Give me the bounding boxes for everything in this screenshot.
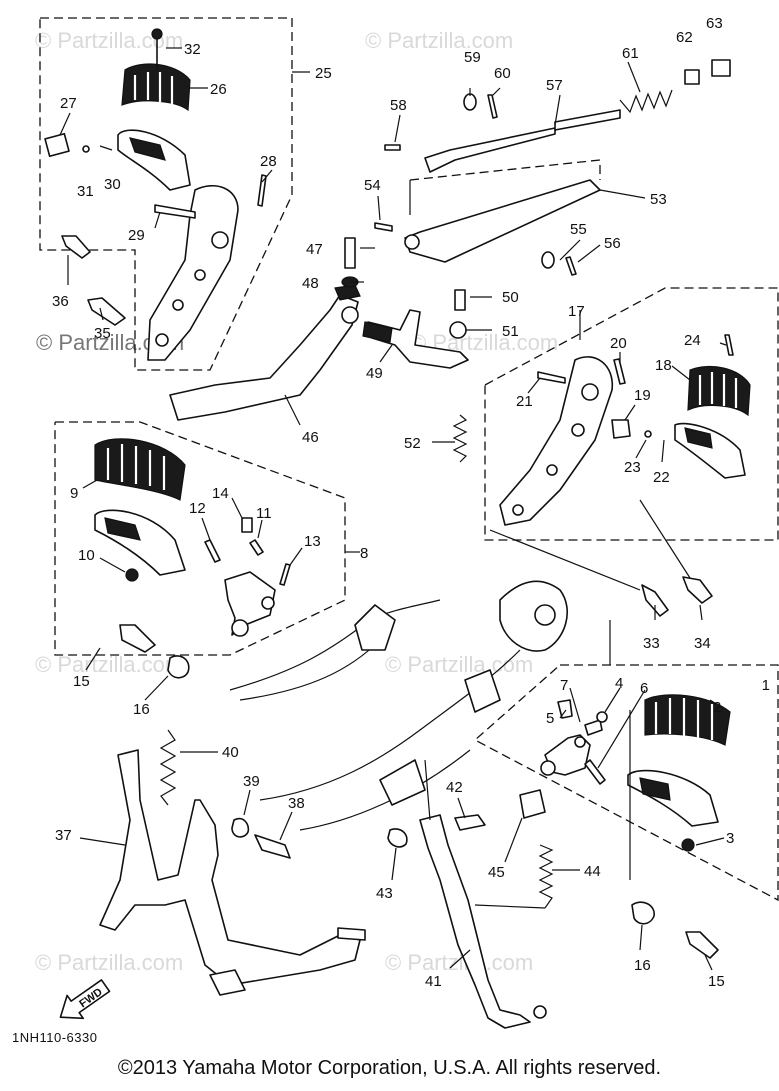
callout-25: 25 [315, 65, 332, 82]
callout-57: 57 [546, 77, 563, 94]
watermark: © Partzilla.com [365, 28, 514, 53]
callout-14: 14 [212, 485, 229, 502]
spring-40 [159, 729, 177, 806]
callout-29: 29 [128, 227, 145, 244]
callout-59: 59 [464, 49, 481, 66]
callout-18: 18 [655, 357, 672, 374]
watermark: © Partzilla.com [385, 950, 534, 975]
callout-33: 33 [643, 635, 660, 652]
group-box-17 [484, 287, 779, 541]
callout-49: 49 [366, 365, 383, 382]
spring-52 [452, 414, 468, 463]
callout-40: 40 [222, 744, 239, 761]
callout-7: 7 [560, 677, 568, 694]
spring-61 [619, 89, 673, 114]
footrest-rubber-26 [121, 63, 191, 112]
callout-37: 37 [55, 827, 72, 844]
callout-28: 28 [260, 153, 277, 170]
watermark: © Partzilla.com [35, 950, 184, 975]
copyright-text: ©2013 Yamaha Motor Corporation, U.S.A. A… [117, 1057, 662, 1079]
callout-11: 11 [256, 505, 272, 522]
watermark: © Partzilla.com [35, 652, 184, 677]
callout-15b: 15 [708, 973, 725, 990]
spring-44 [538, 844, 554, 909]
callout-21: 21 [516, 393, 533, 410]
callout-41: 41 [425, 973, 442, 990]
callout-63: 63 [706, 15, 723, 32]
footrest-rubber-9 [94, 438, 186, 501]
callout-53: 53 [650, 191, 667, 208]
callout-3: 3 [726, 830, 734, 847]
callout-19: 19 [634, 387, 651, 404]
callout-60: 60 [494, 65, 511, 82]
footrest-bracket-rear [147, 185, 239, 361]
callout-20: 20 [610, 335, 627, 352]
group-box-53 [409, 159, 601, 181]
callout-47: 47 [306, 241, 323, 258]
callout-45: 45 [488, 864, 505, 881]
callout-10: 10 [78, 547, 95, 564]
leader-lines [59, 47, 727, 971]
diagram-code: 1NH110-6330 [12, 1030, 98, 1045]
callout-13: 13 [304, 533, 321, 550]
callout-30: 30 [104, 176, 121, 193]
callout-17: 17 [568, 303, 585, 320]
callout-54: 54 [364, 177, 381, 194]
callout-50: 50 [502, 289, 519, 306]
callout-43: 43 [376, 885, 393, 902]
fwd-arrow-icon: FWD [59, 979, 111, 1020]
callout-35: 35 [94, 325, 111, 342]
footrest-26 [117, 129, 191, 191]
brake-pedal-46 [169, 294, 359, 421]
callout-42: 42 [446, 779, 463, 796]
brake-arm-49 [367, 309, 469, 369]
brake-rod-53 [404, 179, 601, 263]
callout-24: 24 [684, 332, 701, 349]
callout-58: 58 [390, 97, 407, 114]
callout-62: 62 [676, 29, 693, 46]
callout-51: 51 [502, 323, 519, 340]
brake-rod-57 [424, 127, 556, 173]
callout-26: 26 [210, 81, 227, 98]
callout-48: 48 [302, 275, 319, 292]
callout-39: 39 [243, 773, 260, 790]
callout-36: 36 [52, 293, 69, 310]
callout-6: 6 [640, 680, 648, 697]
callout-32: 32 [184, 41, 201, 58]
group-box-8 [54, 421, 346, 656]
footrest-rubber-2 [644, 694, 731, 746]
callout-27: 27 [60, 95, 77, 112]
callout-1: 1 [762, 677, 770, 694]
callout-2: 2 [713, 699, 721, 716]
group-box-25 [39, 17, 293, 371]
callout-46: 46 [302, 429, 319, 446]
callout-56: 56 [604, 235, 621, 252]
callout-22: 22 [653, 469, 670, 486]
callout-9: 9 [70, 485, 78, 502]
callout-34: 34 [694, 635, 711, 652]
callout-8: 8 [360, 545, 368, 562]
side-stand-41 [419, 814, 531, 1029]
callout-55: 55 [570, 221, 587, 238]
callout-15: 15 [73, 673, 90, 690]
watermark: © Partzilla.com [385, 652, 534, 677]
callout-12: 12 [189, 500, 206, 517]
footrest-bracket-17 [499, 356, 613, 526]
callout-16b: 16 [634, 957, 651, 974]
callout-38: 38 [288, 795, 305, 812]
rubber-27 [44, 132, 70, 158]
callout-44: 44 [584, 863, 601, 880]
callout-23: 23 [624, 459, 641, 476]
callout-4: 4 [615, 675, 623, 692]
footrest-rubber-18 [687, 365, 751, 417]
group-box-1 [473, 664, 779, 902]
callout-31: 31 [77, 183, 94, 200]
callout-5: 5 [546, 710, 554, 727]
callout-labels: 1 2 3 4 5 6 7 8 9 10 11 12 13 14 15 16 1… [52, 15, 770, 990]
callout-61: 61 [622, 45, 639, 62]
callout-16: 16 [133, 701, 150, 718]
callout-52: 52 [404, 435, 421, 452]
